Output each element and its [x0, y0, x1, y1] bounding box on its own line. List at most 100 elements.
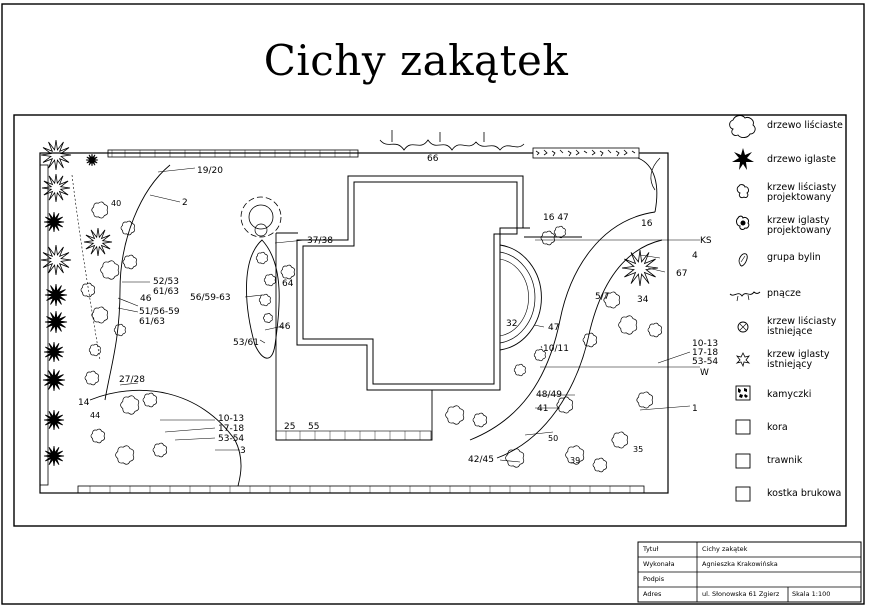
- paving-icon: [735, 486, 751, 502]
- shrub-symbol: [88, 343, 101, 357]
- legend-label-7: krzew iglasty istniejący: [767, 349, 830, 370]
- shrub-symbol: [113, 323, 126, 337]
- plan-label: 46: [279, 322, 291, 332]
- conifer-symbol: [43, 409, 65, 431]
- legend-label-2: krzew liściasty projektowany: [767, 182, 837, 203]
- plan-label: 10-13: [218, 414, 244, 424]
- existing-conifer-shrub-icon: [735, 352, 751, 368]
- plan-label: 66: [427, 154, 439, 164]
- plan-label: 53/61: [233, 338, 259, 348]
- vine-icon: [729, 291, 761, 297]
- legend-label-5: pnącze: [767, 288, 801, 299]
- shrub-symbol: [603, 291, 620, 309]
- shrub-symbol: [91, 201, 108, 219]
- stones-icon: [735, 385, 751, 401]
- ornament-circle: [240, 196, 282, 238]
- top-paving-strip: [107, 149, 359, 158]
- plan-label: 34: [637, 295, 649, 305]
- plan-label: 10-13: [692, 339, 718, 349]
- shrub-symbol: [115, 445, 135, 465]
- shrub-symbol: [80, 282, 95, 298]
- conifer-symbol: [621, 249, 659, 287]
- title-block-value-title: Cichy zakątek: [702, 545, 748, 553]
- legend-label-8: kamyczki: [767, 389, 812, 400]
- shrub-symbol: [142, 392, 157, 408]
- legend-label-0: drzewo liściaste: [767, 120, 843, 131]
- shrub-symbol: [91, 306, 108, 324]
- conifer-symbol: [42, 368, 66, 392]
- plan-label: 16 47: [543, 213, 569, 223]
- title-block-value-author: Agnieszka Krakowińska: [702, 560, 778, 568]
- shrub-symbol: [636, 391, 653, 409]
- existing-deciduous-shrub-icon: [737, 321, 749, 333]
- conifer-symbol: [44, 283, 68, 307]
- plan-label: 17-18: [218, 424, 244, 434]
- legend-label-1: drzewo iglaste: [767, 154, 837, 165]
- shrub-symbol: [100, 260, 120, 280]
- plan-label: 55: [308, 422, 319, 432]
- title-block-label-signature: Podpis: [643, 575, 665, 583]
- conifer-symbol: [43, 341, 65, 363]
- title-block-scale: Skala 1:100: [792, 590, 831, 598]
- plan-label: 48/49: [536, 390, 562, 400]
- drawing-title: Cichy zakątek: [263, 36, 569, 85]
- plan-label: 56/59-63: [190, 293, 231, 303]
- plan-label: 25: [284, 422, 295, 432]
- shrub-symbol: [553, 225, 566, 239]
- conifer-symbol: [43, 445, 65, 467]
- plan-label: 10/11: [543, 344, 569, 354]
- plan-label: 42/45: [468, 455, 494, 465]
- shrub-symbol: [262, 313, 273, 323]
- title-block-label-author: Wykonała: [643, 560, 675, 568]
- plan-label: 5/7: [595, 292, 609, 302]
- shrub-symbol: [90, 428, 105, 444]
- plan-label: 67: [676, 269, 687, 279]
- bark-icon: [735, 419, 751, 435]
- plan-label: 61/63: [153, 287, 179, 297]
- shrub-symbol: [533, 348, 546, 362]
- plan-label: 4: [692, 251, 698, 261]
- conifer-symbol: [40, 244, 72, 276]
- shrub-symbol: [472, 412, 487, 428]
- shrub-symbol: [513, 363, 526, 377]
- plan-label: 64: [282, 279, 294, 289]
- shrub-symbol: [255, 251, 268, 265]
- plan-label: 27/28: [119, 375, 145, 385]
- plan-label: 41: [537, 404, 548, 414]
- shrub-symbol: [280, 264, 295, 280]
- shrub-symbol: [505, 448, 525, 468]
- conifer-symbol: [85, 153, 99, 167]
- lawn-icon: [735, 453, 751, 469]
- shrub-symbol: [84, 370, 99, 386]
- plan-label: 61/63: [139, 317, 165, 327]
- plan-label: 37/38: [307, 236, 333, 246]
- shrub-symbol: [120, 220, 135, 236]
- legend-label-10: trawnik: [767, 455, 803, 466]
- conifer-symbol: [43, 211, 65, 233]
- shrub-symbol: [618, 315, 638, 335]
- shrub-symbol: [540, 230, 555, 246]
- shrub-symbol: [565, 445, 585, 465]
- title-block-label-title: Tytuł: [643, 545, 659, 553]
- outer-border: [1, 3, 865, 605]
- plan-label: 51/56-59: [139, 307, 180, 317]
- plan-label: 35: [633, 445, 643, 454]
- plan-label: 17-18: [692, 348, 718, 358]
- shrub-symbol: [582, 332, 597, 348]
- title-block-value-address: ul. Słonowska 61 Zgierz: [702, 590, 780, 598]
- curved-path: [469, 211, 656, 441]
- shrub-symbol: [592, 457, 607, 473]
- conifer-tree-icon: [732, 148, 754, 170]
- shrub-symbol: [152, 442, 167, 458]
- plan-label: 53-54: [692, 357, 718, 367]
- shrub-symbol: [647, 322, 662, 338]
- title-block-label-address: Adres: [643, 590, 662, 598]
- plan-label: 19/20: [197, 166, 223, 176]
- shrub-symbol: [556, 396, 573, 414]
- conifer-symbol: [44, 310, 68, 334]
- plan-label: 52/53: [153, 277, 179, 287]
- bottom-paving-strip: [77, 485, 645, 494]
